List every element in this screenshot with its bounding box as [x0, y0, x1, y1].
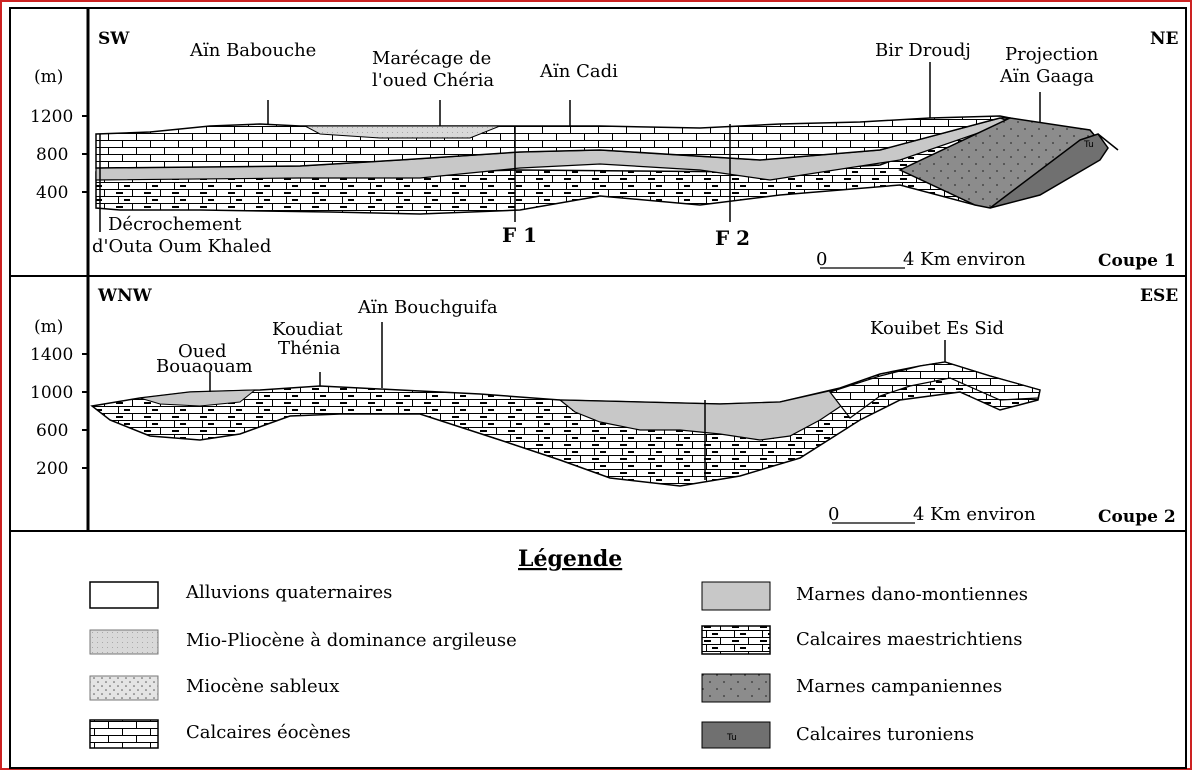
swatch-alluvions [90, 582, 158, 608]
place-kouibet: Kouibet Es Sid [870, 318, 1004, 339]
tick-1200: 1200 [30, 107, 73, 127]
legend: Légende Alluvions quaternaires Mio-Plioc… [90, 546, 1028, 748]
decrochement-line2: d'Outa Oum Khaled [92, 236, 271, 257]
legend-label: Mio-Pliocène à dominance argileuse [186, 630, 517, 651]
fault-f2-label: F 2 [715, 226, 750, 250]
legend-label: Marnes campaniennes [796, 676, 1002, 697]
coupe-1-label: Coupe 1 [1098, 251, 1176, 271]
place-bir-droudj: Bir Droudj [875, 40, 971, 61]
place-projection: Projection [1005, 44, 1099, 65]
place-koudiat: Koudiat [272, 319, 343, 340]
axis-unit: (m) [34, 317, 63, 337]
place-bouaouam: Bouaouam [156, 356, 253, 377]
axis-unit: (m) [34, 67, 63, 87]
legend-label: Calcaires turoniens [796, 724, 974, 745]
legend-label: Calcaires éocènes [186, 722, 351, 743]
tick-800: 800 [36, 145, 68, 165]
scale-zero: 0 [828, 504, 839, 525]
place-thenia: Thénia [278, 338, 341, 359]
tick-1000: 1000 [30, 383, 73, 403]
swatch-marnes-campaniennes [702, 674, 770, 702]
swatch-tag-tu: Tu [726, 733, 737, 743]
legend-label: Alluvions quaternaires [185, 582, 392, 603]
legend-label: Marnes dano-montiennes [796, 584, 1028, 605]
place-marecage-2: l'oued Chéria [372, 70, 494, 91]
tick-600: 600 [36, 421, 68, 441]
tick-400: 400 [36, 183, 68, 203]
scale-zero: 0 [816, 249, 827, 270]
place-ain-babouche: Aïn Babouche [189, 40, 316, 61]
coupe-1-panel: Tu SW NE (m) 1200 800 400 Aïn Babouche M… [30, 8, 1179, 276]
place-ain-gaaga: Aïn Gaaga [999, 66, 1094, 87]
swatch-mio-pliocene [90, 630, 158, 654]
orientation-ne: NE [1150, 29, 1179, 49]
coupe-2-panel: WNW ESE (m) 1400 1000 600 200 Aïn Bouchg… [30, 276, 1178, 531]
swatch-calcaires-maestrichtiens [702, 626, 770, 654]
orientation-wnw: WNW [97, 286, 153, 306]
legend-label: Miocène sableux [186, 676, 339, 697]
swatch-marnes-dano [702, 582, 770, 610]
tick-1400: 1400 [30, 345, 73, 365]
swatch-miocene-sableux [90, 676, 158, 700]
legend-title: Légende [518, 546, 622, 572]
tick-200: 200 [36, 459, 68, 479]
fault-f1-label: F 1 [502, 223, 537, 247]
place-marecage-1: Marécage de [372, 48, 491, 69]
turonien-tag: Tu [1083, 140, 1094, 150]
scale-distance: 4 Km environ [903, 249, 1026, 270]
orientation-sw: SW [98, 29, 130, 49]
coupe-2-label: Coupe 2 [1098, 507, 1176, 527]
place-ain-cadi: Aïn Cadi [539, 61, 618, 82]
decrochement-line1: Décrochement [108, 214, 242, 235]
scale-distance: 4 Km environ [913, 504, 1036, 525]
swatch-calcaires-eocenes [90, 720, 158, 748]
legend-label: Calcaires maestrichtiens [796, 629, 1022, 650]
orientation-ese: ESE [1140, 286, 1178, 306]
place-ain-bouchguifa: Aïn Bouchguifa [357, 297, 498, 318]
